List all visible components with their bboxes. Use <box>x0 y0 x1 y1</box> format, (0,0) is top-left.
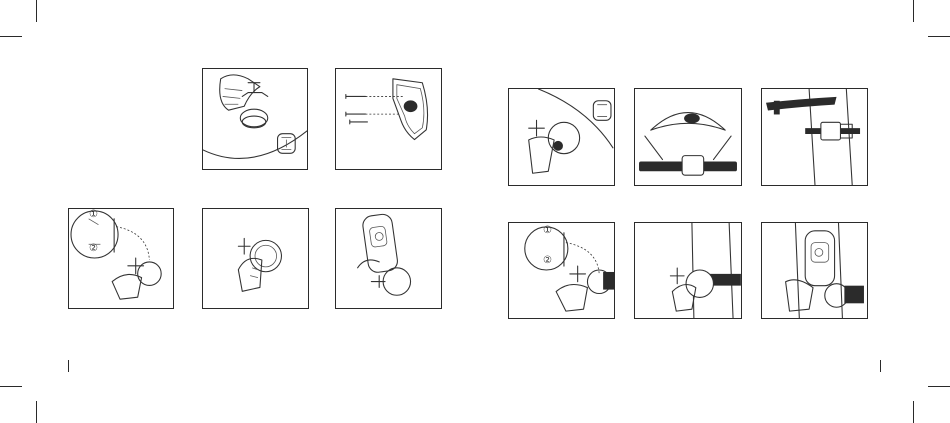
device-icon <box>805 231 834 286</box>
crop-mark <box>913 401 914 423</box>
panel-press-suction-left <box>202 208 309 309</box>
page-marker <box>68 360 69 372</box>
page-marker <box>880 360 881 372</box>
mount-plate-icon <box>593 101 611 121</box>
device-icon <box>362 213 399 273</box>
crop-mark <box>36 0 37 22</box>
panel-attach-suction-right <box>508 88 615 186</box>
strap-icon <box>639 156 737 176</box>
step-marker-1: ① <box>89 209 98 220</box>
crop-mark <box>0 386 22 387</box>
crop-mark <box>0 36 22 37</box>
panel-press-suction-strap <box>634 222 742 319</box>
panel-attach-device-right <box>761 222 868 319</box>
panel-strap-threading <box>634 88 742 186</box>
crop-mark <box>928 36 950 37</box>
panel-screw-mount <box>335 68 442 170</box>
screw-icon <box>346 94 403 123</box>
crop-mark <box>36 401 37 423</box>
step-marker-1: ① <box>543 225 552 236</box>
panel-release-step-right: ① ② <box>508 222 615 319</box>
crop-mark <box>928 386 950 387</box>
crop-mark <box>913 0 914 22</box>
step-marker-2: ② <box>543 255 552 266</box>
panel-attach-suction-mount <box>202 68 308 170</box>
mount-plate-icon <box>278 134 296 154</box>
panel-attach-device-left <box>335 208 442 309</box>
panel-release-step-left: ① ② <box>68 208 174 309</box>
panel-strap-on-leg <box>761 88 868 186</box>
step-marker-2: ② <box>89 243 98 254</box>
